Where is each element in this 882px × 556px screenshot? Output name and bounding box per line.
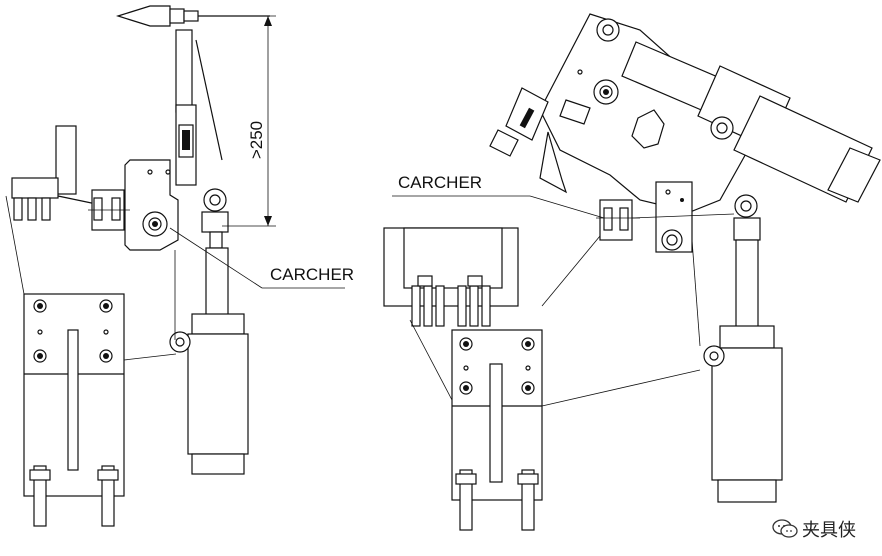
right-mount-base: [451, 329, 543, 531]
right-carcher-block: [383, 227, 519, 327]
left-locating-pin: [115, 5, 270, 113]
right-arm-pivot: [733, 194, 761, 241]
watermark: 夹具侠: [772, 516, 856, 542]
dimension-label: >250: [247, 121, 266, 159]
right-carcher-label: CARCHER: [398, 173, 482, 192]
right-locating-pin: [489, 87, 591, 194]
wechat-icon: [772, 519, 798, 538]
right-clamp-assembly: [383, 13, 881, 531]
dimension-marker: >250: [198, 15, 276, 227]
left-bolt-block: [88, 189, 130, 231]
right-angled-cylinder: [596, 18, 881, 203]
left-clamp-body: [124, 159, 179, 251]
watermark-text: 夹具侠: [802, 520, 856, 541]
left-bracket: [11, 125, 126, 221]
left-clamp-arm: [175, 39, 223, 186]
right-cylinder: [703, 239, 783, 503]
left-pivot: [201, 188, 229, 249]
right-rotated-plate: [539, 13, 749, 213]
left-mount-base: [23, 293, 125, 527]
left-clamp-assembly: [5, 5, 345, 527]
right-bolt-block: [596, 199, 640, 241]
left-cylinder: [169, 247, 249, 475]
left-carcher-label: CARCHER: [270, 265, 354, 284]
